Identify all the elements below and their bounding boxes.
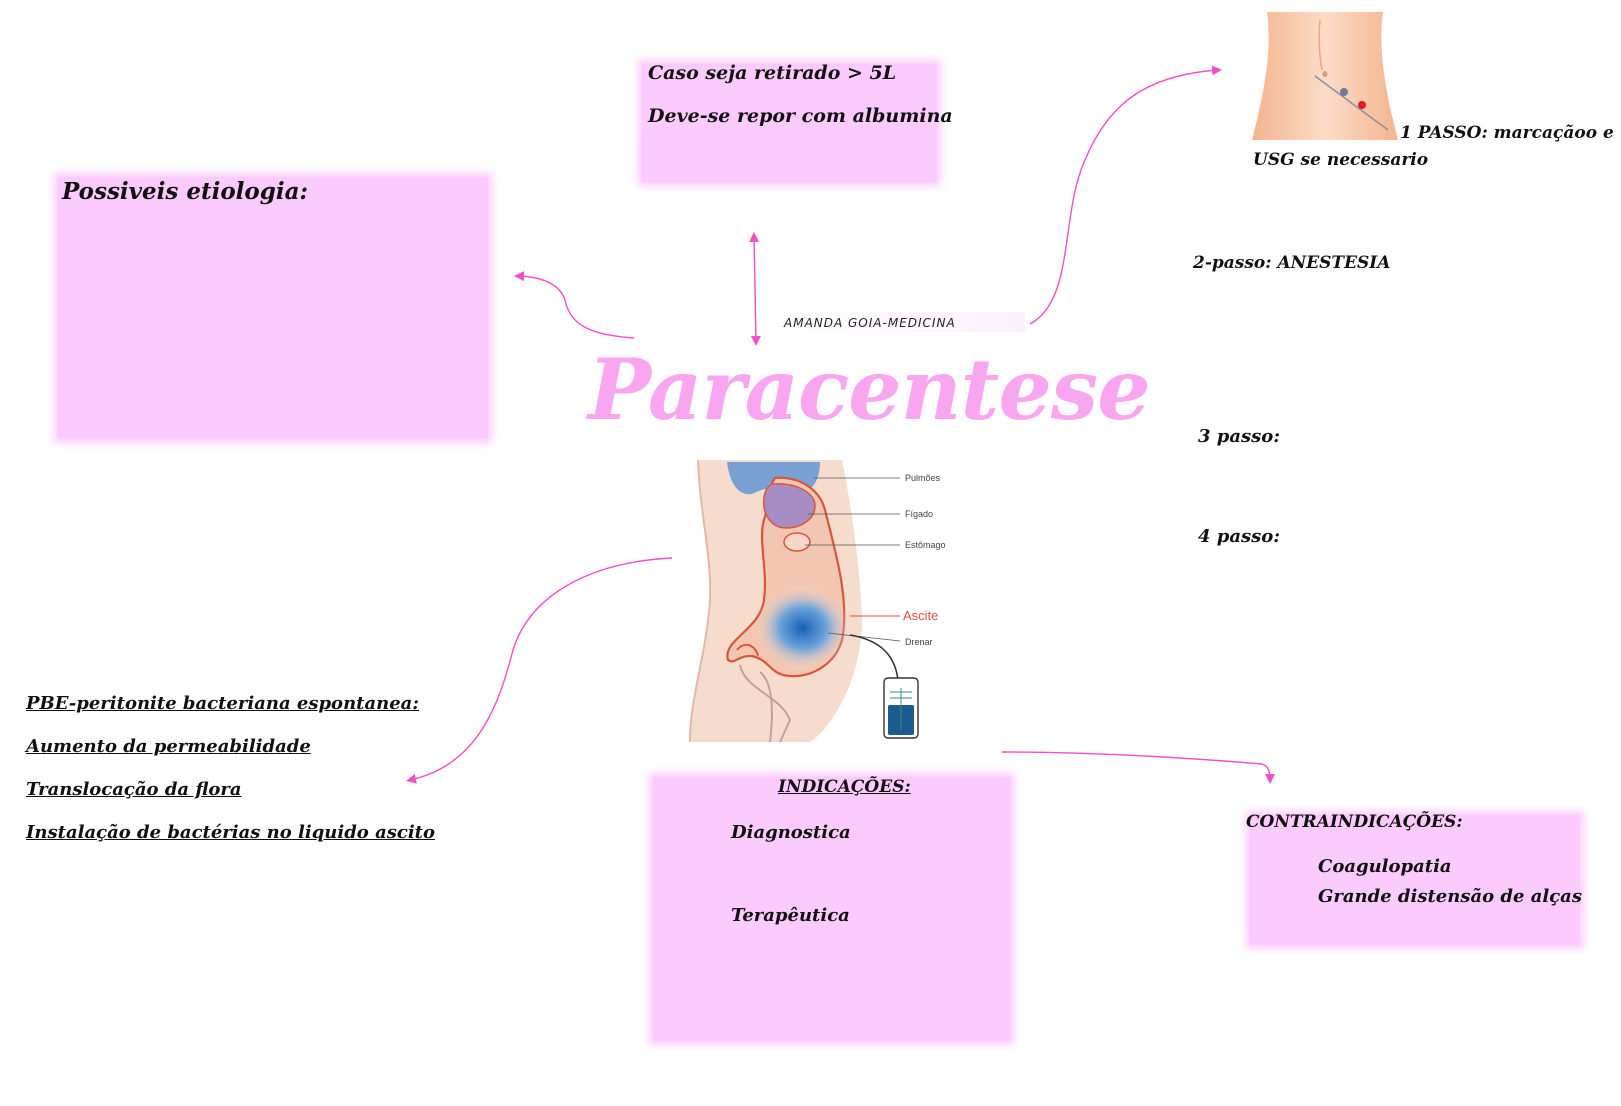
etiologia-heading: Possiveis etiologia: bbox=[62, 178, 308, 205]
author-highlight bbox=[775, 312, 1025, 332]
arrow-to-pbe bbox=[406, 557, 673, 784]
indicacoes-heading: INDICAÇÕES: bbox=[778, 777, 911, 797]
contraindicacoes-item-1: Coagulopatia bbox=[1318, 856, 1452, 877]
indicacoes-item-2: Terapêutica bbox=[731, 905, 850, 926]
arrow-to-steps bbox=[1029, 65, 1222, 325]
contraindicacoes-heading: CONTRAINDICAÇÕES: bbox=[1246, 812, 1463, 832]
albumina-line-1: Caso seja retirado > 5L bbox=[648, 62, 897, 84]
step-2: 2-passo: ANESTESIA bbox=[1193, 253, 1391, 273]
pbe-item-1: PBE-peritonite bacteriana espontanea: bbox=[26, 693, 419, 714]
pbe-item-3: Translocação da flora bbox=[26, 779, 242, 800]
albumina-line-2: Deve-se repor com albumina bbox=[648, 105, 953, 127]
pbe-item-4: Instalação de bactérias no liquido ascit… bbox=[26, 822, 435, 843]
arrow-to-etiologia bbox=[514, 271, 635, 339]
arrow-to-albumina bbox=[749, 232, 761, 346]
contraindicacoes-item-2: Grande distensão de alças bbox=[1318, 886, 1582, 907]
page-title: Paracentese bbox=[588, 340, 1151, 439]
pbe-item-2: Aumento da permeabilidade bbox=[26, 736, 311, 757]
step-1-line-1: 1 PASSO: marcaçãoo e bbox=[1400, 123, 1614, 143]
contraindicacoes-box bbox=[1250, 815, 1580, 945]
step-3: 3 passo: bbox=[1198, 426, 1280, 447]
arrow-to-contraindicacoes bbox=[1001, 751, 1275, 784]
etiologia-box bbox=[58, 177, 488, 439]
albumina-box bbox=[642, 64, 937, 182]
indicacoes-box bbox=[653, 777, 1010, 1041]
author-label: AMANDA GOIA-MEDICINA bbox=[784, 316, 956, 330]
step-1-line-2: USG se necessario bbox=[1253, 150, 1429, 170]
step-4: 4 passo: bbox=[1198, 526, 1280, 547]
indicacoes-item-1: Diagnostica bbox=[731, 822, 851, 843]
